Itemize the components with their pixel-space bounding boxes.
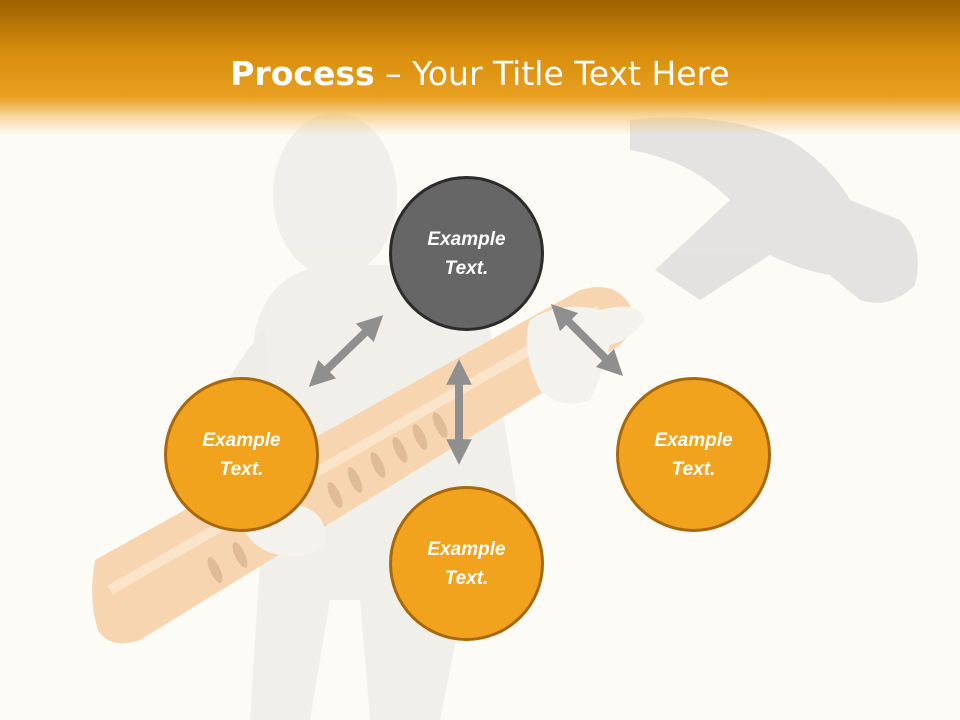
title-text: Your Title Text Here [412, 54, 730, 93]
process-node-right: Example Text. [616, 377, 771, 532]
node-text: Example Text. [654, 429, 733, 480]
slide-title: Process – Your Title Text Here [0, 52, 960, 96]
node-text: Example Text. [202, 429, 281, 480]
double-arrow-icon [308, 315, 384, 387]
double-arrow-icon [550, 303, 624, 377]
process-node-bottom: Example Text. [389, 486, 544, 641]
process-node-left: Example Text. [164, 377, 319, 532]
process-node-top: Example Text. [389, 176, 544, 331]
title-dash: – [374, 54, 413, 93]
node-text: Example Text. [427, 538, 506, 589]
node-text: Example Text. [427, 228, 506, 279]
title-bar [0, 0, 960, 135]
title-bold: Process [230, 54, 375, 93]
